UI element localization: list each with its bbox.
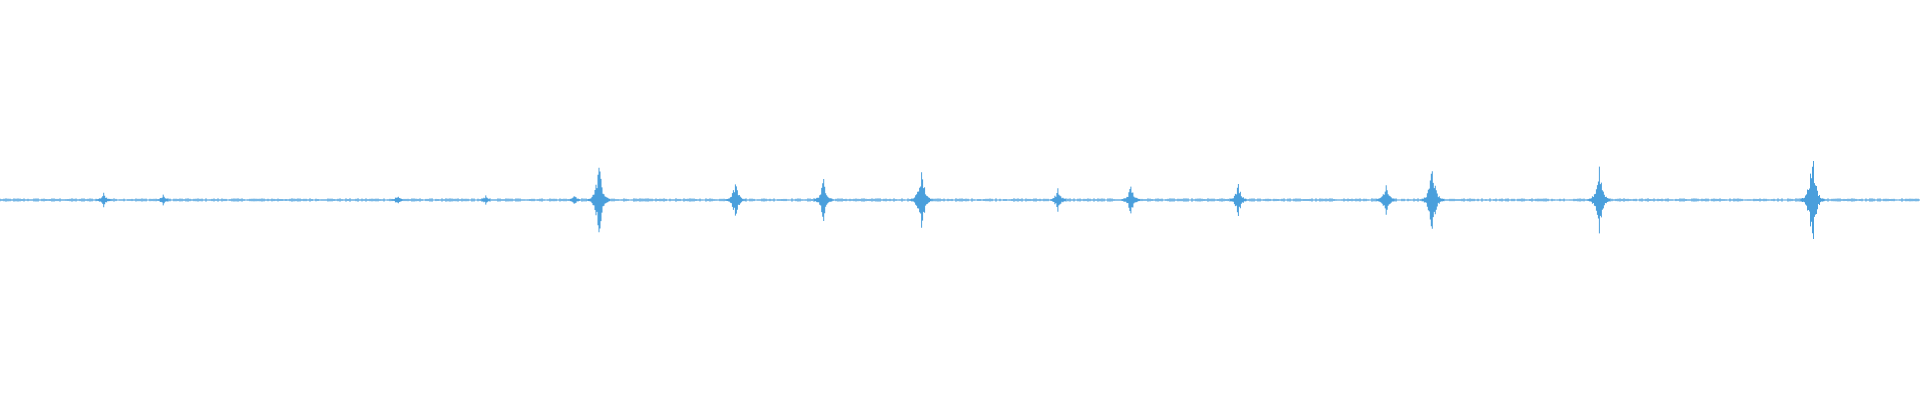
waveform-spike (1045, 188, 1071, 212)
waveform-spike (811, 179, 837, 221)
waveform-spike (384, 196, 410, 204)
waveform-spike (722, 184, 748, 216)
waveform-spike (909, 172, 935, 228)
waveform-spike (1118, 186, 1144, 214)
waveform-spike (473, 195, 499, 205)
waveform-spike (1800, 161, 1825, 239)
waveform-spike (150, 194, 176, 206)
waveform-spike (1586, 166, 1612, 234)
waveform-spike (1419, 171, 1445, 229)
waveform-spike (1373, 185, 1399, 215)
waveform-spike (1225, 184, 1251, 216)
waveform-spike (586, 167, 612, 233)
waveform-spike (561, 196, 587, 204)
waveform-spike (91, 192, 117, 208)
waveform-trace (0, 161, 1920, 239)
